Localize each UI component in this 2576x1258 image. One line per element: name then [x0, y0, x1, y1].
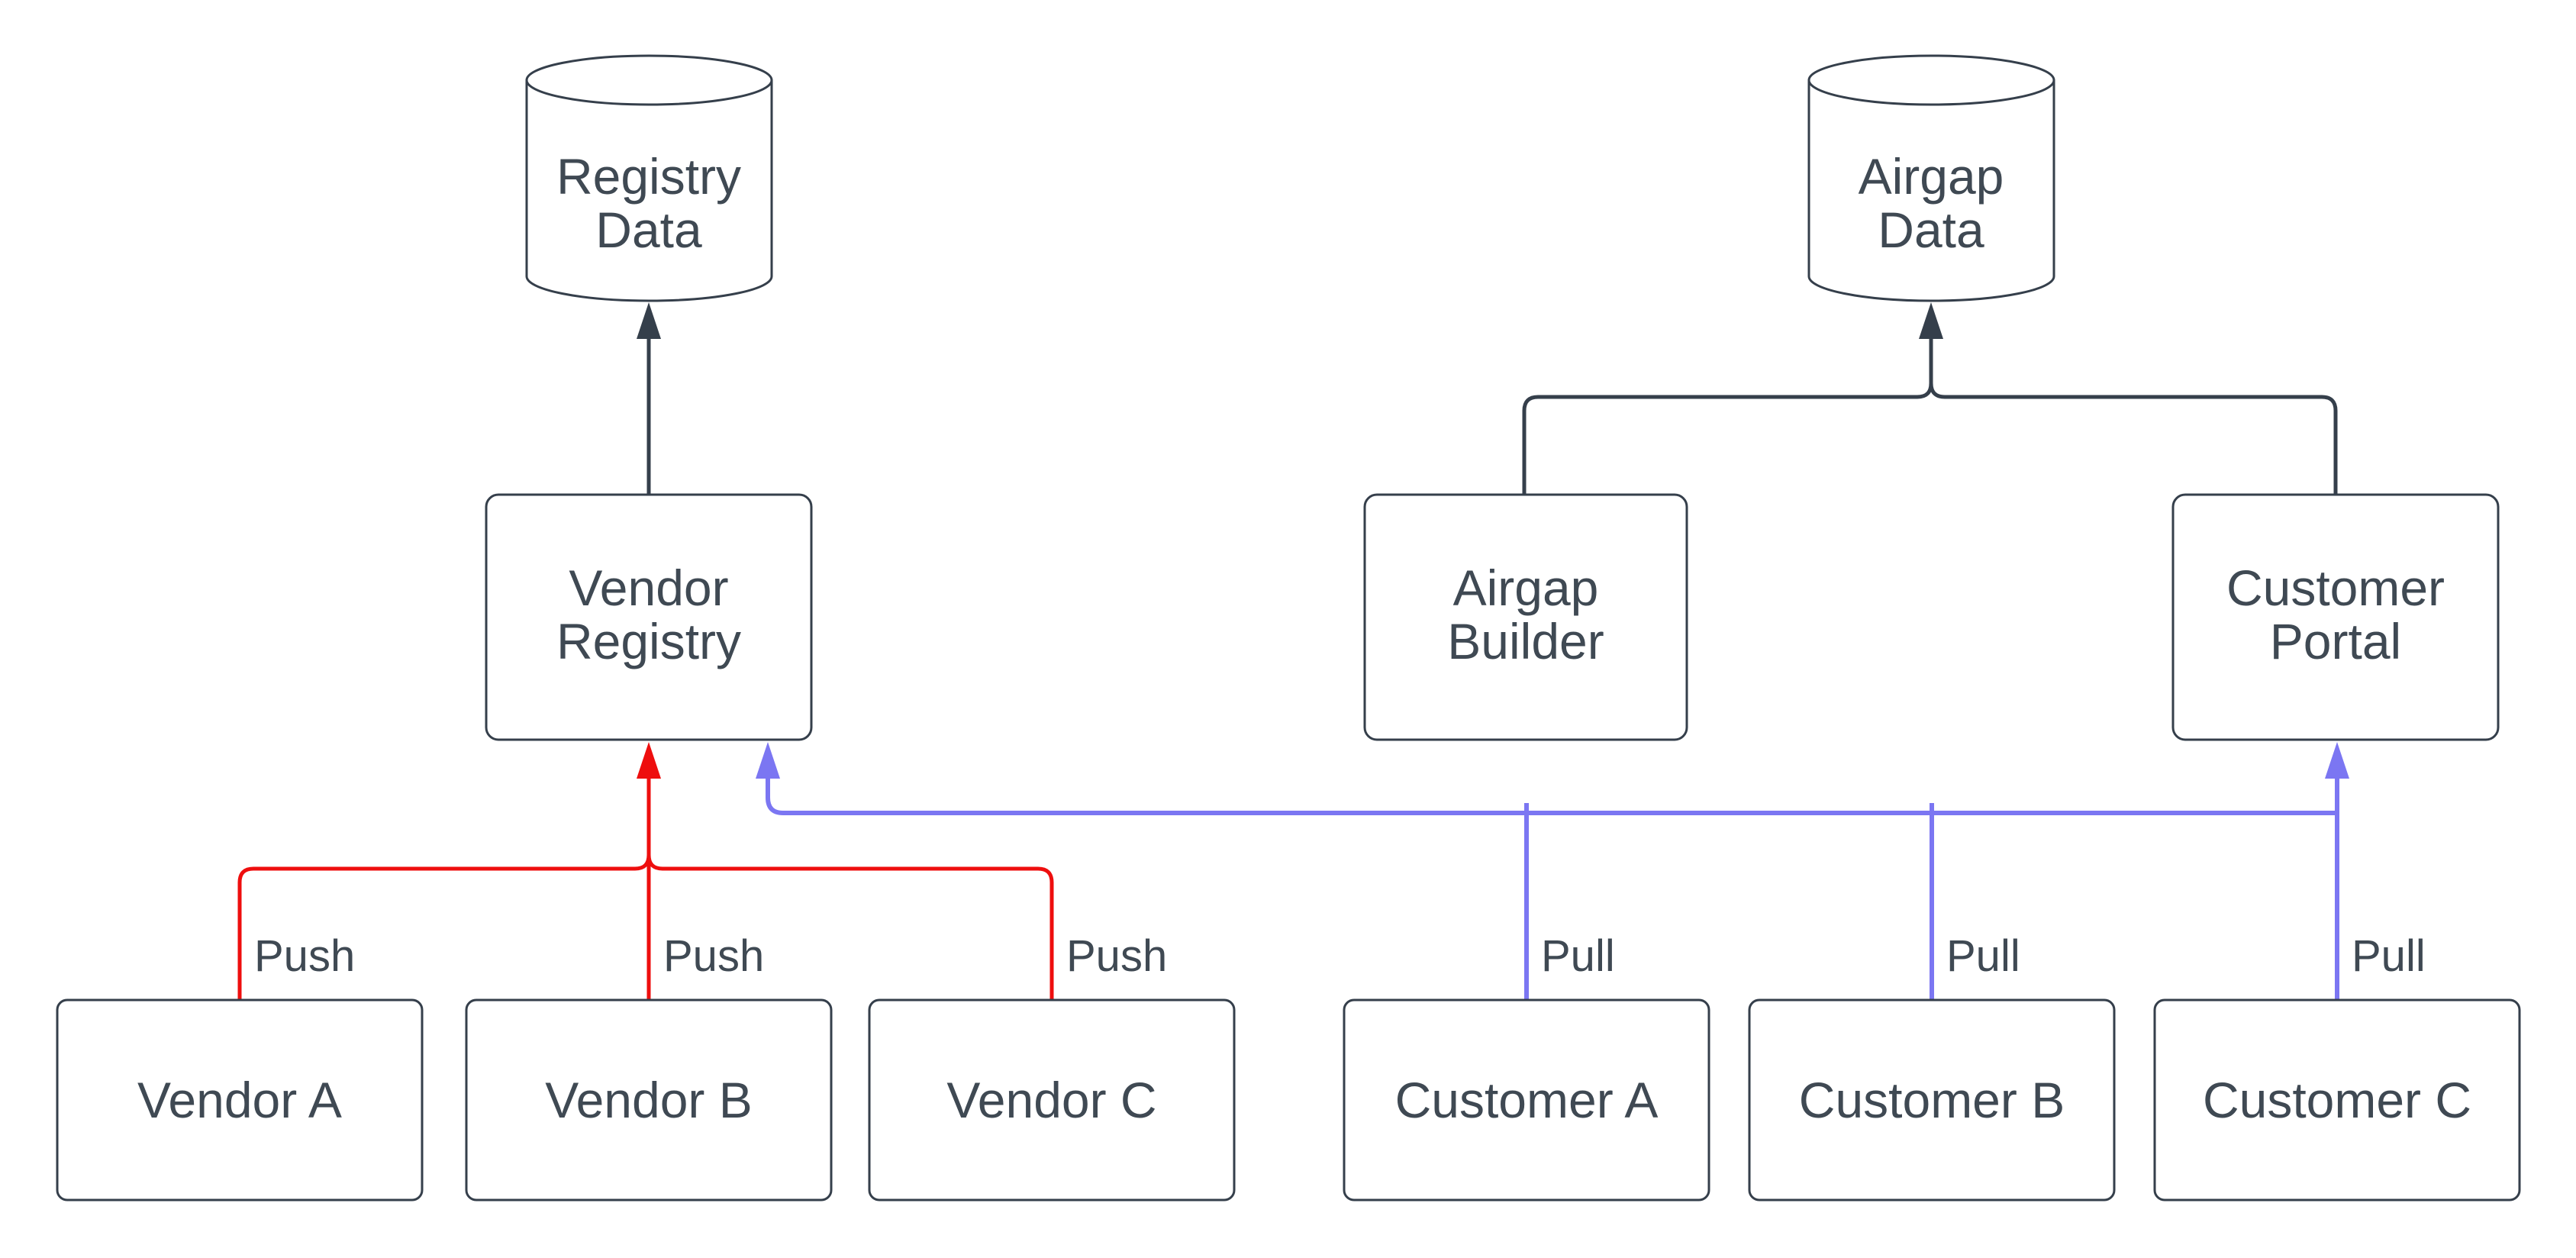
customer-a-label: Customer A — [1395, 1072, 1659, 1128]
push-label-vendor-c: Push — [1066, 931, 1167, 981]
pull-edges — [756, 742, 2349, 1000]
node-vendor-registry: Vendor Registry — [485, 493, 813, 741]
cylinder-top-icon — [1807, 54, 2055, 106]
push-label-vendor-b: Push — [663, 931, 764, 981]
node-customer-c: Customer C — [2153, 998, 2521, 1202]
pull-label-customer-b: Pull — [1946, 931, 2020, 981]
node-vendor-b: Vendor B — [465, 998, 833, 1202]
node-box — [2153, 998, 2521, 1202]
node-customer-b: Customer B — [1748, 998, 2116, 1202]
cylinder-icon — [1807, 80, 2055, 302]
arrowhead-push-vendor-registry-icon — [637, 742, 661, 779]
vendor-registry-label-line2: Registry — [556, 613, 741, 669]
node-vendor-c: Vendor C — [868, 998, 1236, 1202]
customer-portal-label-line1: Customer — [2226, 560, 2445, 616]
vendor-b-label: Vendor B — [545, 1072, 753, 1128]
node-box — [868, 998, 1236, 1202]
flow-edges — [637, 302, 2338, 495]
node-box — [1363, 493, 1688, 741]
node-customer-a: Customer A — [1343, 998, 1710, 1202]
airgap-builder-label-line1: Airgap — [1453, 560, 1599, 616]
node-customer-portal: Customer Portal — [2171, 493, 2500, 741]
edge-customer-portal-to-airgap-data — [1929, 336, 2338, 495]
airgap-data-label-line2: Data — [1878, 202, 1984, 258]
cylinder-top-icon — [525, 54, 773, 106]
node-box — [56, 998, 424, 1202]
node-box — [2171, 493, 2500, 741]
node-box — [465, 998, 833, 1202]
arrowhead-pull-vendor-registry-icon — [756, 742, 780, 779]
airgap-builder-label-line2: Builder — [1447, 613, 1604, 669]
node-airgap-builder: Airgap Builder — [1363, 493, 1688, 741]
arrowhead-registry-data-icon — [637, 302, 661, 339]
node-box — [485, 493, 813, 741]
push-label-vendor-a: Push — [254, 931, 355, 981]
edge-pull-trunk — [766, 779, 2337, 815]
arrowhead-airgap-data-icon — [1919, 302, 1943, 339]
pull-label-customer-c: Pull — [2352, 931, 2426, 981]
vendor-a-label: Vendor A — [137, 1072, 342, 1128]
cylinder-icon — [525, 80, 773, 302]
datastore-registry-data: Registry Data — [525, 54, 773, 302]
registry-data-label-line1: Registry — [556, 148, 741, 205]
customer-portal-label-line2: Portal — [2270, 613, 2401, 669]
datastore-airgap-data: Airgap Data — [1807, 54, 2055, 302]
airgap-data-label-line1: Airgap — [1859, 148, 2004, 205]
pull-label-customer-a: Pull — [1541, 931, 1615, 981]
edge-airgap-builder-to-airgap-data — [1522, 336, 1933, 495]
vendor-registry-label-line1: Vendor — [569, 560, 728, 616]
node-box — [1343, 998, 1710, 1202]
push-edges — [237, 742, 1054, 1000]
customer-b-label: Customer B — [1799, 1072, 2065, 1128]
vendor-c-label: Vendor C — [946, 1072, 1156, 1128]
edge-labels: Push Push Push Pull Pull Pull — [254, 931, 2426, 981]
registry-data-label-line2: Data — [595, 202, 702, 258]
node-box — [1748, 998, 2116, 1202]
arrowhead-pull-customer-portal-icon — [2325, 742, 2349, 779]
customer-c-label: Customer C — [2203, 1072, 2471, 1128]
node-vendor-a: Vendor A — [56, 998, 424, 1202]
